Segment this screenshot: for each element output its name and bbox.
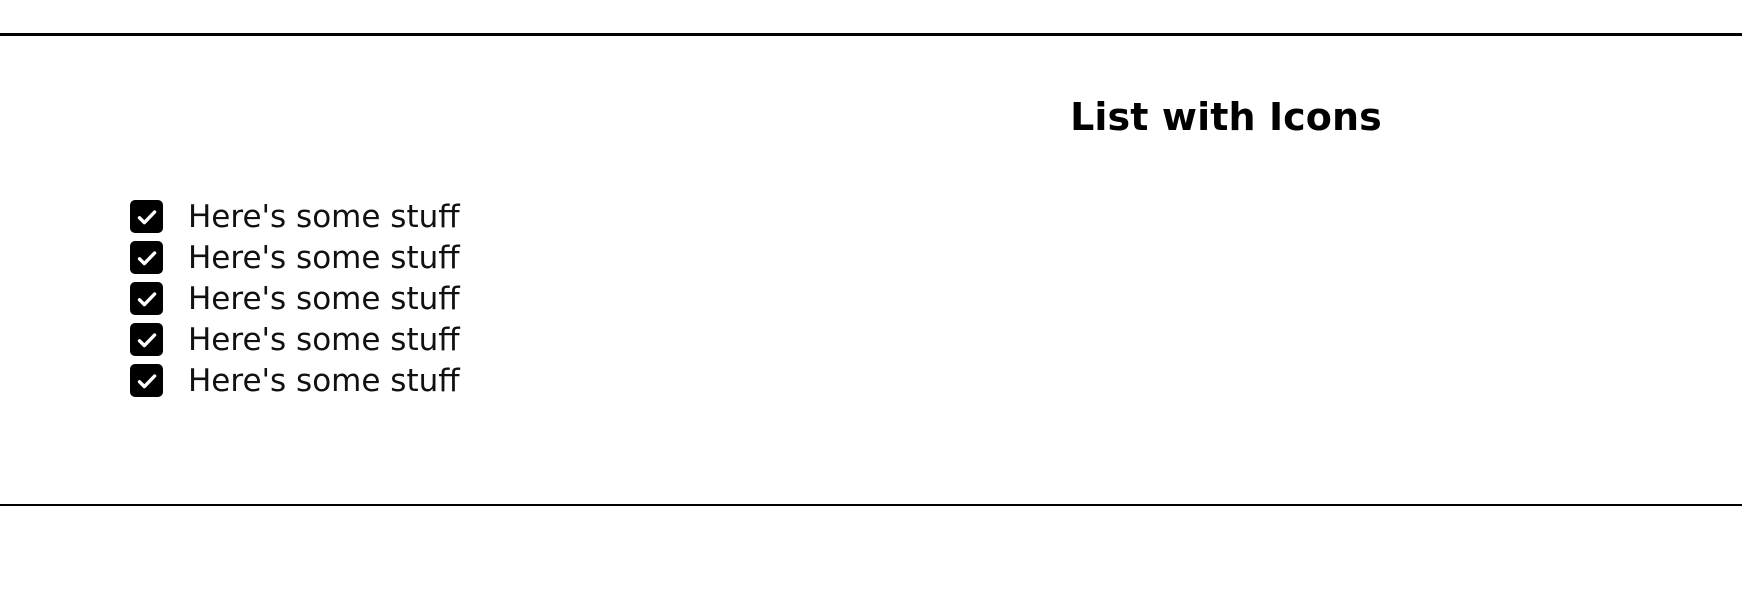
list-item-label: Here's some stuff xyxy=(188,362,460,399)
list-item-label: Here's some stuff xyxy=(188,321,460,358)
divider-top xyxy=(0,33,1742,36)
list-item[interactable]: Here's some stuff xyxy=(130,278,460,319)
checkbox-checked-icon[interactable] xyxy=(130,241,163,274)
icon-list: Here's some stuff Here's some stuff Here… xyxy=(130,196,460,401)
list-item-label: Here's some stuff xyxy=(188,239,460,276)
list-item-label: Here's some stuff xyxy=(188,198,460,235)
checkbox-checked-icon[interactable] xyxy=(130,323,163,356)
divider-bottom xyxy=(0,504,1742,506)
list-item-label: Here's some stuff xyxy=(188,280,460,317)
list-item[interactable]: Here's some stuff xyxy=(130,319,460,360)
checkbox-checked-icon[interactable] xyxy=(130,200,163,233)
checkbox-checked-icon[interactable] xyxy=(130,282,163,315)
checkbox-checked-icon[interactable] xyxy=(130,364,163,397)
list-item[interactable]: Here's some stuff xyxy=(130,196,460,237)
page-title: List with Icons xyxy=(1070,95,1382,139)
list-item[interactable]: Here's some stuff xyxy=(130,360,460,401)
list-item[interactable]: Here's some stuff xyxy=(130,237,460,278)
